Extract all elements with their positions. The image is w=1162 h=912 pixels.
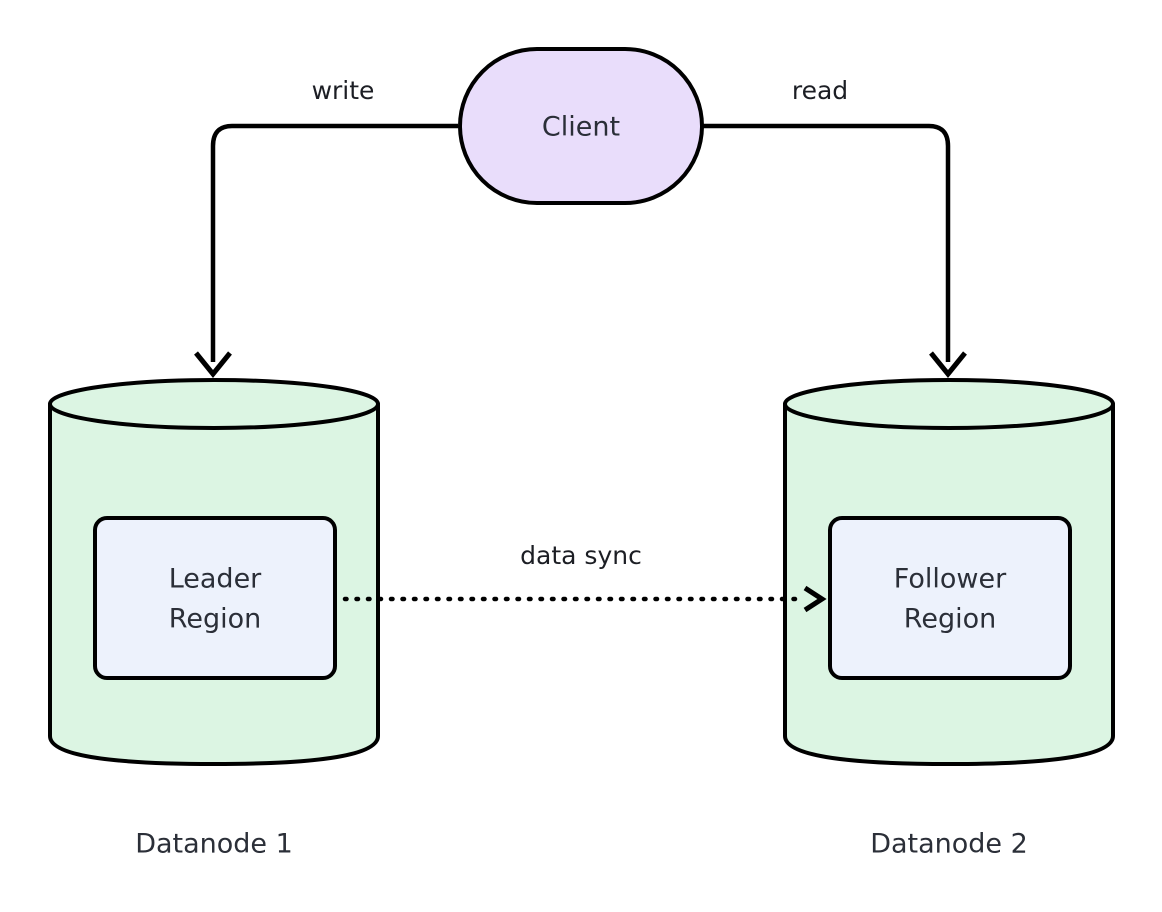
arrowhead-read [929,351,967,378]
leader-region-label-line1: Leader [169,564,262,595]
datanode-2-caption: Datanode 2 [870,829,1028,860]
edge-client-to-leader: write [194,76,458,378]
node-datanode-2[interactable]: Follower Region Datanode 2 [783,378,1115,860]
node-datanode-1[interactable]: Leader Region Datanode 1 [48,378,380,860]
follower-region-label-line2: Region [904,604,996,635]
leader-region-box[interactable]: Leader Region [93,516,337,680]
follower-region-label-line1: Follower [894,564,1007,595]
arrowhead-write [194,351,232,378]
arrowhead-data-sync [803,585,827,613]
edge-leader-to-follower: data sync [342,541,827,613]
edge-read-path [702,123,951,362]
leader-region-label-line2: Region [169,604,261,635]
follower-region-shape [828,516,1072,680]
client-label: Client [542,112,620,143]
datanode-1-caption: Datanode 1 [135,829,293,860]
edge-label-write: write [312,76,375,105]
client-shape [458,47,704,205]
leader-region-shape [93,516,337,680]
edge-label-data-sync: data sync [520,541,642,570]
node-client[interactable]: Client [458,47,704,205]
datanode-1-cylinder-top [48,378,380,430]
edge-write-path [210,123,458,362]
follower-region-box[interactable]: Follower Region [828,516,1072,680]
datanode-2-cylinder-top [783,378,1115,430]
edge-label-read: read [792,76,848,105]
edge-client-to-follower: read [702,76,967,378]
